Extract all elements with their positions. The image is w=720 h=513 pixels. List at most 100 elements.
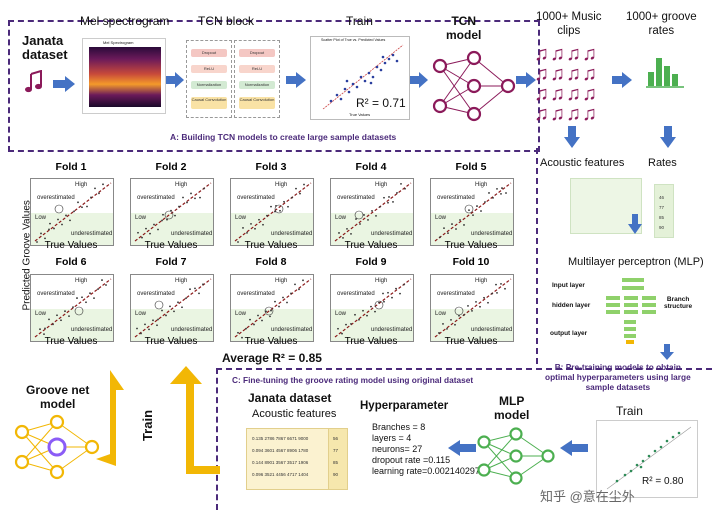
fold-point (40, 232, 42, 235)
fold-point (49, 222, 51, 225)
hyperparameter-line: learning rate=0.002140297 (372, 466, 480, 476)
fold-point (403, 283, 405, 286)
fold-point (345, 323, 347, 326)
fold-under-label: underestimated (271, 231, 313, 237)
fold-point (169, 305, 171, 308)
tcn-causal-conv: Causal Convolution (191, 97, 227, 109)
fold-point (270, 309, 272, 312)
hyperparameter-title: Hyperparameter (360, 400, 449, 412)
fold-point (90, 196, 92, 199)
fold-point (69, 219, 71, 222)
fold-point (295, 187, 297, 190)
fold-point (81, 296, 83, 299)
janata-rate-value: 85 (333, 460, 339, 465)
fold-point (275, 204, 277, 207)
fold-point (161, 309, 163, 312)
bar-chart-icon (646, 58, 684, 88)
fold-point (165, 314, 167, 317)
fold-point (388, 196, 390, 198)
fold-title: Fold 1 (55, 161, 87, 173)
hyperparameter-line: neurons= 27 (372, 444, 423, 454)
fold-diagonal (134, 182, 212, 242)
scatter-r2: R² = 0.71 (356, 96, 406, 110)
fold-point (242, 227, 244, 229)
fold-low-label: Low (435, 311, 447, 317)
fold-point (350, 232, 352, 235)
arrow-down-icon (628, 214, 642, 234)
fold-point (140, 332, 142, 335)
fold-under-label: underestimated (71, 231, 113, 237)
fold-xlabel: True Values (144, 336, 198, 347)
fold-point (194, 287, 196, 290)
fold-point (254, 227, 256, 230)
hyperparameter-line: Branches = 8 (372, 422, 426, 432)
janata-rate-value: 90 (333, 472, 339, 477)
fold-point (346, 227, 348, 230)
janata-table-row: 0.096 3521 4456 4717 1404 (252, 472, 309, 477)
fold-point (439, 236, 441, 239)
fold-point (246, 231, 248, 234)
fold-point (438, 332, 440, 334)
fold-point (189, 288, 191, 291)
fold-point (378, 301, 380, 304)
fold-point (89, 292, 91, 295)
fold-point (447, 232, 449, 235)
fold-point (137, 231, 139, 234)
fold-point (480, 210, 482, 212)
fold-point (476, 205, 478, 207)
acoustic-features-c-label: Acoustic features (252, 408, 337, 420)
fold-point (39, 328, 41, 331)
fold-point (157, 318, 159, 321)
input-layer-label: Input layer (552, 282, 585, 289)
fold-high-label: High (475, 182, 488, 188)
fold-point (375, 214, 377, 217)
fold-point (286, 301, 288, 304)
janata-dataset-label: Janata dataset (22, 33, 68, 62)
fold-point (274, 300, 276, 303)
fold-point (504, 287, 506, 290)
fold-highlight-circle (354, 210, 364, 220)
arrow-left-icon (448, 440, 476, 456)
fold-under-label: underestimated (371, 327, 413, 333)
fold-point (399, 292, 401, 295)
fold-over-label: overestimated (37, 195, 75, 201)
fold-point (382, 292, 384, 295)
fold-point (185, 297, 187, 300)
train-c-points (606, 426, 692, 490)
fold-over-label: overestimated (37, 291, 75, 297)
fold-xlabel: True Values (44, 336, 98, 347)
fold-highlight-circle (54, 204, 64, 214)
fold-point (186, 201, 188, 204)
fold-point (36, 241, 38, 243)
output-layer-label: output layer (550, 330, 588, 337)
fold-point (182, 196, 184, 199)
average-r2: Average R² = 0.85 (222, 351, 322, 365)
fold-point (202, 283, 204, 286)
fold-point (253, 323, 255, 326)
tcn-dropout: Dropout (239, 49, 275, 57)
fold-under-label: underestimated (171, 327, 213, 333)
fold-point (363, 214, 365, 216)
fold-point (488, 192, 490, 194)
fold-point (241, 336, 243, 339)
rates-column: 46 77 85 90 (654, 184, 674, 238)
arrow-down-icon (660, 126, 676, 148)
fold-point (98, 192, 100, 195)
fold-point (145, 227, 147, 230)
fold-point (358, 318, 360, 321)
fold-point (367, 219, 369, 221)
scatter-title: Scatter Plot of True vs. Predicted Value… (321, 38, 386, 42)
fold-title: Fold 4 (355, 161, 387, 173)
fold-point (451, 223, 453, 225)
fold-diagonal (34, 182, 112, 242)
fold-point (338, 232, 340, 234)
fold-point (262, 223, 264, 226)
fold-under-label: underestimated (271, 327, 313, 333)
fold-point (157, 228, 159, 231)
fold-point (61, 223, 63, 226)
